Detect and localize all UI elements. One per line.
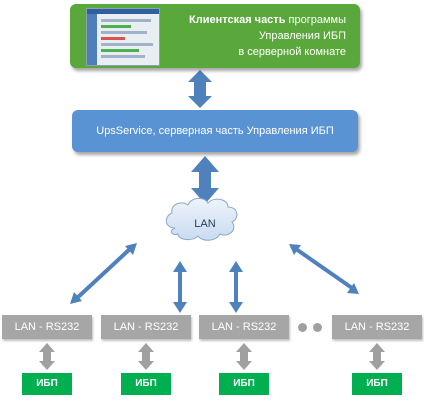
client-title-bold: Клиентская часть <box>189 14 286 26</box>
client-app-box: Клиентская часть программы Управления ИБ… <box>70 4 360 68</box>
service-lan-arrow <box>191 156 219 204</box>
ups-unit-2: ИБП <box>121 373 171 395</box>
lan-rs232-converter-2: LAN - RS232 <box>101 315 191 339</box>
ellipsis-dot-1 <box>298 323 307 332</box>
lan-to-converter-1-arrow <box>70 243 137 304</box>
ups-unit-3: ИБП <box>219 373 269 395</box>
converter-ups-arrow-1 <box>39 343 55 370</box>
client-service-arrow <box>188 70 212 108</box>
client-title-rest: программы <box>285 14 346 26</box>
converter-ups-arrow-4 <box>369 343 385 370</box>
client-line-2: Управления ИБП <box>258 30 346 42</box>
ups-unit-4: ИБП <box>352 373 402 395</box>
converter-ups-arrow-3 <box>236 343 252 370</box>
lan-to-converter-3-arrow <box>229 261 243 313</box>
client-app-description: Клиентская часть программы Управления ИБ… <box>166 12 346 60</box>
lan-cloud <box>165 197 238 241</box>
ups-unit-1: ИБП <box>22 373 72 395</box>
lan-to-converter-4-arrow <box>289 244 359 294</box>
ellipsis-dot-2 <box>313 323 322 332</box>
client-line-3: в серверной комнате <box>238 46 346 58</box>
lan-rs232-converter-1: LAN - RS232 <box>2 315 92 339</box>
converter-ups-arrow-2 <box>138 343 154 370</box>
lan-rs232-converter-4: LAN - RS232 <box>332 315 422 339</box>
lan-cloud-label: LAN <box>194 218 216 230</box>
ups-service-box: UpsService, серверная часть Управления И… <box>72 110 358 152</box>
lan-rs232-converter-3: LAN - RS232 <box>199 315 289 339</box>
lan-to-converter-2-arrow <box>173 261 187 313</box>
client-app-screenshot <box>86 8 160 66</box>
